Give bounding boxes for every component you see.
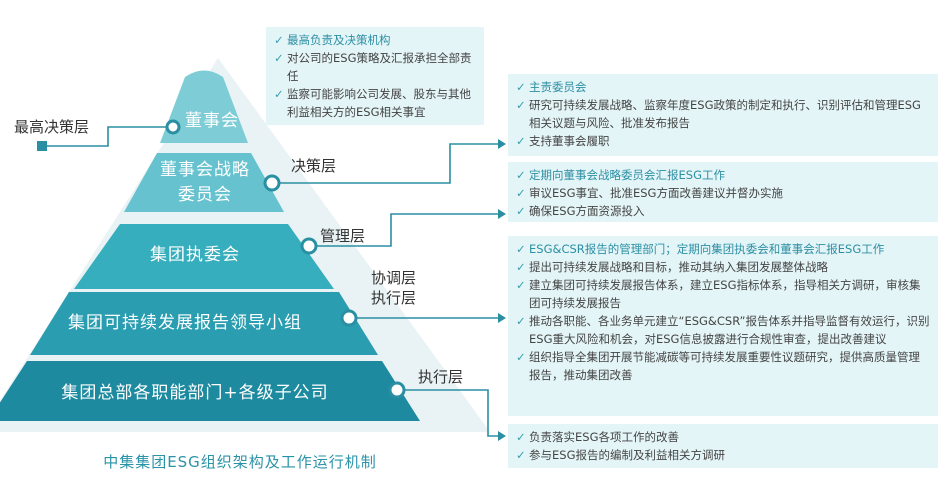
marker-tier-2 (263, 174, 281, 192)
check-icon: ✓ (274, 87, 284, 101)
connector-execution-arrow (498, 431, 506, 441)
box-5-item-2: ✓参与ESG报告的编制及利益相关方调研 (516, 448, 725, 462)
level-management-label: 管理层 (320, 227, 366, 245)
box-2-heading: ✓主责委员会 (516, 80, 587, 94)
marker-tier-3 (300, 237, 318, 255)
box-1-item-2: ✓监察可能影响公司发展、股东与其他利益相关方的ESG相关事宜 (274, 87, 471, 119)
tier-2-label: 董事会战略 委员会 (130, 158, 280, 208)
tier-4-shape (30, 292, 378, 355)
check-icon: ✓ (516, 80, 526, 94)
box-4-heading: ✓ESG&CSR报告的管理部门；定期向集团执委会和董事会汇报ESG工作 (516, 242, 885, 256)
check-icon: ✓ (274, 33, 284, 47)
connector-management-arrow (498, 209, 506, 219)
tier-1-label: 董事会 (174, 109, 250, 133)
connector-execution (400, 389, 498, 437)
info-box-sustainability-group: ✓ESG&CSR报告的管理部门；定期向集团执委会和董事会汇报ESG工作 ✓提出可… (508, 236, 938, 416)
connector-management (309, 213, 498, 247)
tier-2-shape (124, 153, 284, 212)
check-icon: ✓ (516, 186, 526, 200)
box-4-item-2: ✓建立集团可持续发展报告体系，建立ESG指标体系，指导相关方调研，审核集团可持续… (516, 278, 921, 310)
box-2-item-1: ✓研究可持续发展战略、监察年度ESG政策的制定和执行、识别评估和管理ESG相关议… (516, 98, 921, 130)
level-coordination-line-2: 执行层 (371, 289, 417, 307)
tier-4-line-1: 集团可持续发展报告领导小组 (68, 313, 302, 333)
tier-2-line-1: 董事会战略 (160, 160, 250, 180)
box-4-item-3: ✓推动各职能、各业务单元建立“ESG&CSR”报告体系并指导监督有效运行，识别E… (516, 314, 930, 346)
tier-4-label: 集团可持续发展报告领导小组 (40, 311, 330, 335)
check-icon: ✓ (516, 242, 526, 256)
check-icon: ✓ (516, 260, 526, 274)
check-icon: ✓ (516, 430, 526, 444)
box-3-item-2: ✓确保ESG方面资源投入 (516, 204, 645, 218)
info-box-departments: ✓负责落实ESG各项工作的改善 ✓参与ESG报告的编制及利益相关方调研 (508, 424, 938, 468)
check-icon: ✓ (516, 98, 526, 112)
diagram-caption: 中集集团ESG组织架构及工作运行机制 (103, 453, 377, 471)
box-1-heading: ✓最高负责及决策机构 (274, 33, 391, 47)
connector-top-end (37, 141, 47, 151)
tier-2-line-2: 委员会 (178, 185, 232, 205)
info-box-strategy-committee: ✓主责委员会 ✓研究可持续发展战略、监察年度ESG政策的制定和执行、识别评估和管… (508, 74, 938, 156)
check-icon: ✓ (516, 350, 526, 364)
check-icon: ✓ (516, 204, 526, 218)
check-icon: ✓ (516, 134, 526, 148)
box-4-item-4: ✓组织指导全集团开展节能减碳等可持续发展重要性议题研究，提供高质量管理报告，推动… (516, 350, 920, 382)
info-box-executive-committee: ✓定期向董事会战略委员会汇报ESG工作 ✓审议ESG事宜、批准ESG方面改善建议… (508, 162, 938, 222)
level-decision-label: 决策层 (291, 157, 337, 175)
marker-tier-4 (340, 309, 358, 327)
box-3-heading: ✓定期向董事会战略委员会汇报ESG工作 (516, 168, 725, 182)
tier-5-line-1: 集团总部各职能部门+各级子公司 (61, 383, 329, 403)
connector-coordination-arrow (498, 313, 506, 323)
check-icon: ✓ (516, 168, 526, 182)
check-icon: ✓ (516, 448, 526, 462)
tier-3-shape (74, 224, 334, 289)
tier-3-line-1: 集团执委会 (150, 245, 240, 265)
box-2-item-2: ✓支持董事会履职 (516, 134, 610, 148)
box-4-item-1: ✓提出可持续发展战略和目标，推动其纳入集团发展整体战略 (516, 260, 828, 274)
check-icon: ✓ (516, 278, 526, 292)
level-coordination-line-1: 协调层 (371, 269, 417, 287)
info-box-board: ✓最高负责及决策机构 ✓对公司的ESG策略及汇报承担全部责任 ✓监察可能影响公司… (266, 27, 484, 125)
level-coordination-label: 协调层 执行层 (371, 268, 416, 308)
tier-1-shape (160, 70, 248, 143)
connector-decision (278, 143, 498, 184)
box-5-item-1: ✓负责落实ESG各项工作的改善 (516, 430, 679, 444)
box-3-item-1: ✓审议ESG事宜、批准ESG方面改善建议并督办实施 (516, 186, 783, 200)
check-icon: ✓ (274, 51, 284, 65)
marker-tier-5 (388, 381, 406, 399)
tier-1-line-1: 董事会 (185, 111, 239, 131)
level-execution-label: 执行层 (418, 368, 464, 386)
box-1-item-1: ✓对公司的ESG策略及汇报承担全部责任 (274, 51, 472, 83)
tier-5-shape (0, 361, 420, 421)
tier-3-label: 集团执委会 (90, 243, 300, 267)
marker-tier-1 (165, 119, 181, 135)
connector-top (42, 126, 170, 147)
connector-decision-arrow (498, 139, 506, 149)
level-top-label: 最高决策层 (14, 118, 90, 136)
tier-5-label: 集团总部各职能部门+各级子公司 (10, 381, 380, 405)
check-icon: ✓ (516, 314, 526, 328)
